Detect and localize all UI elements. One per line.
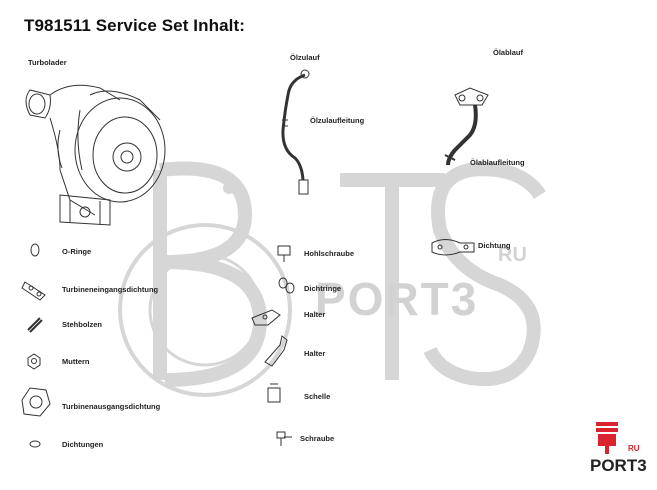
banjo-bolt-drawing xyxy=(277,245,291,262)
label-schelle: Schelle xyxy=(304,392,331,401)
port3-logo: RU PORT3 xyxy=(590,418,650,480)
label-hohlschraube: Hohlschraube xyxy=(304,249,355,258)
oil-drain-line-drawing xyxy=(444,87,489,166)
clamp-drawing xyxy=(267,383,281,403)
label-muttern: Muttern xyxy=(62,357,90,366)
label-halter-2: Halter xyxy=(304,349,326,358)
sealing-rings-drawing xyxy=(278,277,295,294)
label-dichtung: Dichtung xyxy=(478,241,511,250)
watermark-port3: PORT3 xyxy=(315,273,479,325)
turbine-outlet-gasket-drawing xyxy=(21,387,51,417)
label-olablauf: Ölablauf xyxy=(493,48,524,57)
o-ring-drawing xyxy=(30,243,40,257)
label-schraube: Schraube xyxy=(300,434,335,443)
stud-drawing xyxy=(27,317,43,333)
label-stehbolzen: Stehbolzen xyxy=(62,320,103,329)
page-title: T981511 Service Set Inhalt: xyxy=(24,16,245,35)
turbine-inlet-gasket-drawing xyxy=(21,281,46,301)
oil-feed-line-drawing xyxy=(281,69,310,195)
bracket-2-drawing xyxy=(264,335,288,367)
label-olzulauf: Ölzulauf xyxy=(290,53,320,62)
gasket-drawing xyxy=(431,239,475,256)
label-olablaufleitung: Ölablaufleitung xyxy=(470,158,525,167)
bracket-1-drawing xyxy=(251,309,281,326)
label-dichtringe: Dichtringe xyxy=(304,284,342,293)
label-olzulaufleitung: Ölzulaufleitung xyxy=(310,116,365,125)
logo-ru: RU xyxy=(628,444,640,453)
turbocharger-drawing xyxy=(25,84,166,226)
label-halter-1: Halter xyxy=(304,310,326,319)
label-turbinenausgangsdichtung: Turbinenausgangsdichtung xyxy=(62,402,161,411)
piston-icon xyxy=(596,422,618,454)
label-dichtungen: Dichtungen xyxy=(62,440,104,449)
screw-drawing xyxy=(276,431,292,446)
label-o-ringe: O-Ringe xyxy=(62,247,92,256)
seals-drawing xyxy=(29,440,41,448)
nut-drawing xyxy=(27,353,41,370)
label-turbineneingangsdichtung: Turbineneingangsdichtung xyxy=(62,285,159,294)
watermark-ru: RU xyxy=(498,244,527,266)
label-turbolader: Turbolader xyxy=(28,58,67,67)
logo-text: PORT3 xyxy=(590,456,647,475)
